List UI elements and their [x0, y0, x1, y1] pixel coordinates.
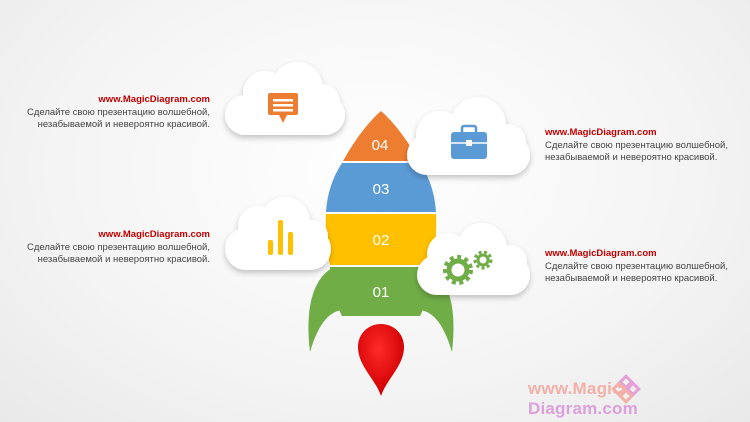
briefcase-icon	[451, 124, 487, 159]
stage-04	[343, 111, 419, 161]
watermark-part1: www.Magic	[528, 379, 622, 398]
text-block-top-right: www.MagicDiagram.com Сделайте свою презе…	[545, 127, 728, 165]
description-line: незабываемой и невероятно красивой.	[37, 254, 210, 265]
text-block-mid-right: www.MagicDiagram.com Сделайте свою презе…	[545, 248, 728, 286]
stage-label-02: 02	[373, 232, 390, 249]
description-line: Сделайте свою презентацию волшебной,	[545, 260, 729, 272]
red-pin-icon	[358, 324, 404, 396]
description-line: незабываемой и невероятно красивой.	[545, 273, 718, 284]
gears-icon	[443, 250, 493, 285]
watermark-part2: Diagram.com	[528, 399, 638, 418]
stage-label-03: 03	[373, 181, 390, 198]
text-block-top-left: www.MagicDiagram.com Сделайте свою презе…	[27, 94, 210, 132]
description-line: незабываемой и невероятно красивой.	[545, 152, 718, 163]
link-url[interactable]: www.MagicDiagram.com	[545, 248, 657, 259]
description-line: Сделайте свою презентацию волшебной,	[545, 139, 729, 151]
description-line: Сделайте свою презентацию волшебной,	[26, 241, 210, 253]
link-url[interactable]: www.MagicDiagram.com	[98, 94, 210, 105]
description-line: незабываемой и невероятно красивой.	[37, 119, 210, 130]
link-url[interactable]: www.MagicDiagram.com	[545, 127, 657, 138]
text-block-mid-left: www.MagicDiagram.com Сделайте свою презе…	[27, 229, 210, 267]
cloud-mid-left	[225, 197, 331, 270]
chat-bubble-icon	[268, 93, 298, 123]
stage-label-01: 01	[373, 284, 390, 301]
watermark: www.MagicDiagram.com	[528, 379, 750, 419]
bar-chart-icon	[268, 220, 293, 255]
stage-01	[330, 267, 432, 316]
watermark-logo-icon	[611, 374, 641, 404]
stage-label-04: 04	[372, 137, 389, 154]
stage-02	[325, 214, 437, 265]
stage-03	[326, 163, 436, 212]
link-url[interactable]: www.MagicDiagram.com	[98, 229, 210, 240]
description-line: Сделайте свою презентацию волшебной,	[26, 106, 210, 118]
